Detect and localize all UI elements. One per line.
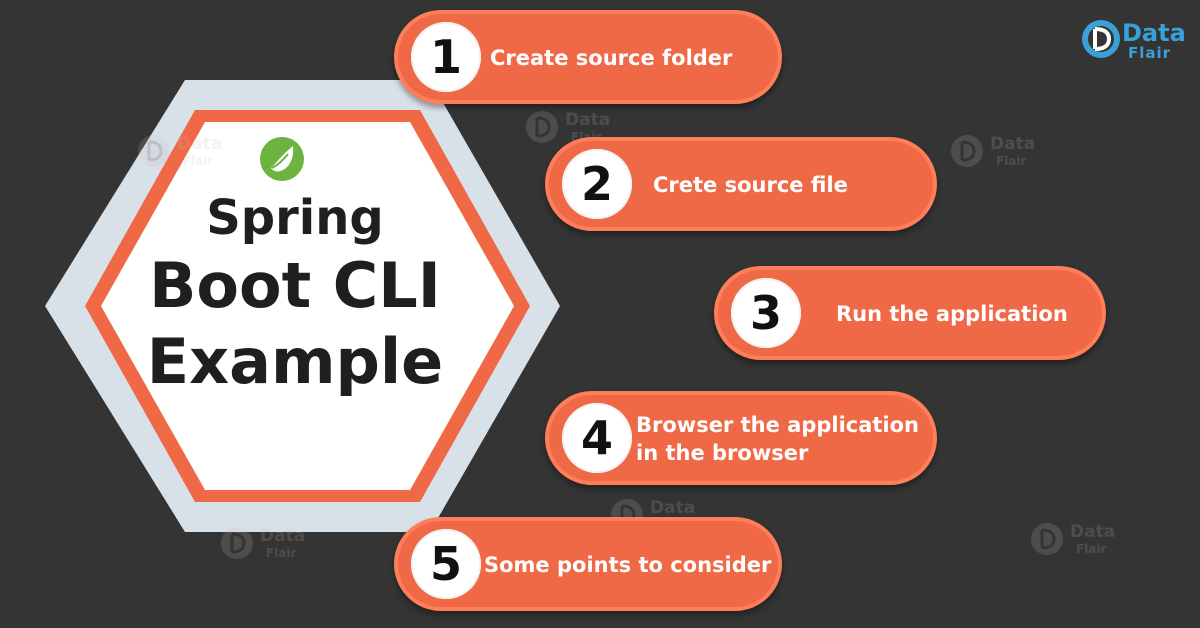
dataflair-watermark-icon xyxy=(138,135,170,167)
title-line-2: Boot CLI xyxy=(149,249,441,322)
dataflair-watermark-icon xyxy=(526,111,558,143)
step-2-label: Crete source file xyxy=(653,173,848,197)
watermark-brand-line-2: Flair xyxy=(1076,542,1107,556)
watermark-brand-line-1: Data xyxy=(990,134,1036,154)
dataflair-logo-icon xyxy=(1082,20,1120,58)
title-line-1: Spring xyxy=(206,190,384,246)
watermark-brand-line-1: Data xyxy=(260,526,306,546)
title-line-3: Example xyxy=(146,325,444,398)
watermark-brand-line-1: Data xyxy=(565,110,611,130)
brand-name-line-2: Flair xyxy=(1128,44,1172,62)
step-3-number: 3 xyxy=(731,278,801,348)
step-2: 2 Crete source file xyxy=(545,137,937,231)
watermark-data-flair-4: Data Flair xyxy=(220,526,350,566)
watermark-data-flair-3: Data Flair xyxy=(950,134,1080,174)
watermark-brand-line-2: Flair xyxy=(183,154,214,168)
watermark-data-flair-6: Data Flair xyxy=(1030,522,1160,562)
step-1-number: 1 xyxy=(411,22,481,92)
step-2-number: 2 xyxy=(562,149,632,219)
inner-hexagon xyxy=(101,122,514,490)
step-5-label: Some points to consider xyxy=(484,553,772,577)
step-1-label: Create source folder xyxy=(490,46,733,70)
watermark-brand-line-1: Data xyxy=(177,134,223,154)
step-3-label: Run the application xyxy=(836,302,1068,326)
dataflair-logo: Data Flair xyxy=(1080,18,1190,66)
step-4: 4 Browser the application in the browser xyxy=(545,391,937,485)
step-5: 5 Some points to consider xyxy=(394,517,782,611)
step-5-number: 5 xyxy=(411,529,481,599)
watermark-data-flair-2: Data Flair xyxy=(525,110,655,150)
brand-name-line-1: Data xyxy=(1122,19,1186,47)
watermark-data-flair-1: Data Flair xyxy=(137,134,267,174)
dataflair-watermark-icon xyxy=(951,135,983,167)
watermark-brand-line-1: Data xyxy=(650,498,696,518)
watermark-brand-line-2: Flair xyxy=(996,154,1027,168)
step-4-number: 4 xyxy=(562,403,632,473)
step-3: 3 Run the application xyxy=(714,266,1106,360)
step-4-label: Browser the application in the browser xyxy=(636,413,920,465)
watermark-brand-line-1: Data xyxy=(1070,522,1116,542)
dataflair-watermark-icon xyxy=(221,527,253,559)
step-1: 1 Create source folder xyxy=(394,10,782,104)
hexagon-title: Spring Boot CLI Example xyxy=(120,188,470,400)
watermark-brand-line-2: Flair xyxy=(266,546,297,560)
dataflair-watermark-icon xyxy=(1031,523,1063,555)
spring-leaf-icon xyxy=(260,137,304,181)
